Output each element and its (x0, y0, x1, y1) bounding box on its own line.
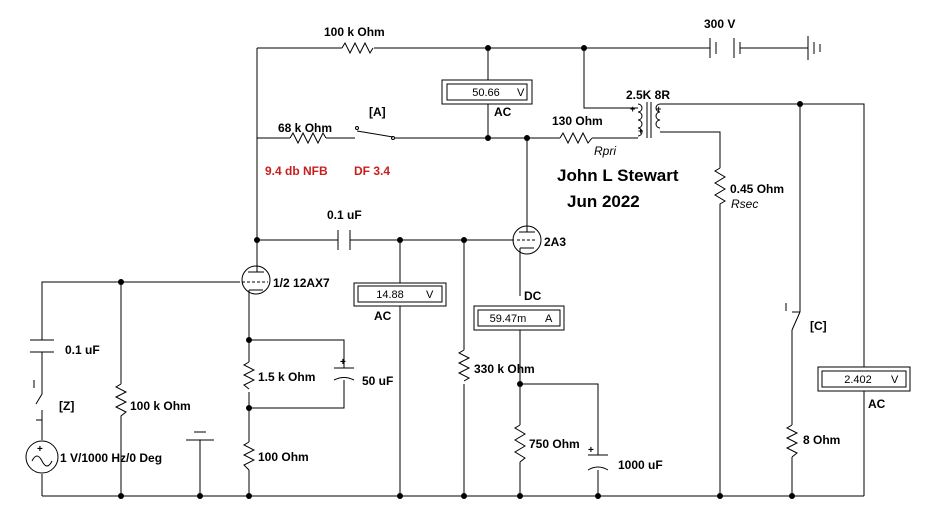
label-2a3: 2A3 (544, 235, 566, 249)
label-12ax7: 1/2 12AX7 (273, 276, 330, 290)
switch-a (356, 130, 394, 138)
resistor-bias (514, 424, 526, 463)
resistor-68k (289, 131, 327, 145)
label-transformer: 2.5K 8R (626, 88, 670, 102)
label-rpri: 130 Ohm (552, 114, 603, 128)
author-title: John L Stewart (557, 166, 679, 185)
label-switch-z: [Z] (59, 399, 74, 413)
label-750: 750 Ohm (529, 437, 580, 451)
resistor-rsec (714, 167, 726, 210)
battery-300v (709, 36, 821, 60)
label-330k: 330 k Ohm (474, 362, 535, 376)
junction-dots (118, 45, 803, 499)
resistor-feedback (242, 441, 256, 471)
resistor-input (114, 383, 128, 420)
svg-text:+: + (37, 444, 43, 455)
label-rsec-name: Rsec (731, 197, 758, 211)
svg-text:59.47m: 59.47m (490, 313, 527, 325)
svg-text:AC: AC (868, 397, 886, 411)
label-switch-c: [C] (810, 319, 827, 333)
tube-2a3 (512, 224, 542, 256)
svg-text:A: A (545, 313, 553, 325)
svg-text:+: + (340, 357, 346, 368)
svg-text:2.402: 2.402 (844, 374, 872, 386)
label-input-cap: 0.1 uF (65, 343, 100, 357)
svg-text:AC: AC (494, 105, 512, 119)
resistor-100k-top (341, 41, 374, 55)
resistor-rpri (559, 131, 593, 145)
ground-icon (186, 431, 214, 441)
meter-plate-ac: 50.66 V AC (441, 79, 533, 119)
label-switch-a: [A] (369, 105, 386, 119)
capacitor-coupling (337, 230, 351, 250)
meter-grid-ac: 14.88 V AC (353, 282, 447, 323)
label-rsec: 0.45 Ohm (730, 182, 784, 196)
resistor-cathode (242, 361, 256, 390)
svg-text:14.88: 14.88 (376, 289, 404, 301)
label-coupling-cap: 0.1 uF (327, 208, 362, 222)
label-source: 1 V/1000 Hz/0 Deg (60, 451, 162, 465)
label-68k: 68 k Ohm (278, 121, 332, 135)
svg-text:V: V (426, 289, 434, 301)
meter-output-ac: 2.402 V AC (817, 366, 911, 411)
label-300v: 300 V (704, 17, 735, 31)
capacitor-bias (587, 454, 609, 471)
svg-text:+: + (638, 126, 643, 136)
switch-symbols (33, 126, 801, 421)
capacitor-cathode (333, 367, 355, 381)
resistor-load (785, 424, 799, 458)
wires (41, 47, 865, 497)
resistor-symbols (114, 41, 799, 471)
date-title: Jun 2022 (567, 192, 640, 211)
label-df: DF 3.4 (354, 164, 390, 178)
svg-text:+: + (630, 104, 635, 114)
label-100ohm: 100 Ohm (258, 450, 309, 464)
svg-text:DC: DC (524, 289, 542, 303)
switch-z (35, 388, 43, 421)
svg-text:+: + (588, 445, 594, 456)
svg-text:AC: AC (374, 309, 392, 323)
svg-text:V: V (891, 374, 899, 386)
label-1000uf: 1000 uF (618, 458, 663, 472)
label-100k-top: 100 k Ohm (324, 25, 385, 39)
component-labels: 100 k Ohm 300 V 2.5K 8R 68 k Ohm [A] 130… (59, 17, 840, 472)
label-1-5k: 1.5 k Ohm (258, 370, 315, 384)
capacitor-input (30, 339, 54, 353)
label-nfb: 9.4 db NFB (265, 164, 328, 178)
svg-text:50.66: 50.66 (472, 87, 500, 99)
switch-c (791, 311, 801, 331)
label-rpri-name: Rpri (594, 144, 616, 158)
meter-cathode-dc: 59.47m A DC (473, 289, 565, 331)
svg-text:V: V (517, 87, 525, 99)
ac-source: + (25, 440, 59, 474)
output-transformer: + + + (630, 102, 661, 138)
label-100k-input: 100 k Ohm (130, 399, 191, 413)
resistor-grid (457, 349, 471, 382)
label-8ohm: 8 Ohm (803, 433, 840, 447)
capacitor-symbols: + + (30, 230, 609, 471)
tube-12ax7 (241, 262, 271, 295)
label-50uf: 50 uF (362, 374, 393, 388)
svg-text:+: + (656, 104, 661, 114)
